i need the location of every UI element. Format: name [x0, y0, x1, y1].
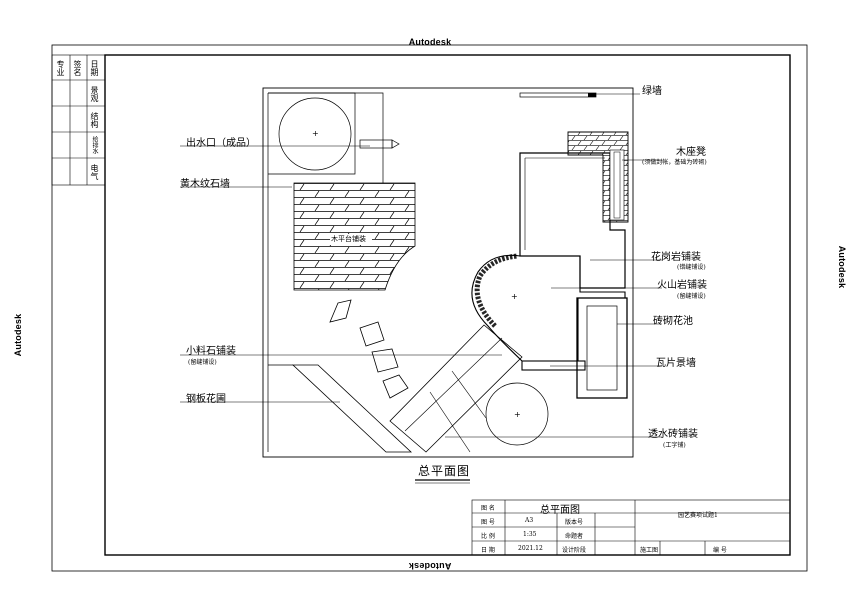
label-tile-wall: 瓦片景墙: [656, 358, 696, 369]
label-water-outlet: 出水口（成品）: [186, 138, 256, 149]
outer-frame: [51, 44, 808, 572]
label-steel-planter: 钢板花圃: [186, 394, 226, 405]
side-row-electrical: 电气: [90, 164, 99, 180]
plank-label: 木平台铺装: [331, 235, 366, 243]
label-brick-planter: 砖砌花池: [653, 316, 693, 327]
tb-project: 园艺赛项试题1: [678, 512, 718, 519]
diagonal-path: [389, 324, 523, 453]
tb-phase: 施工图: [640, 547, 659, 554]
tb-scale: 1:35: [523, 531, 537, 538]
inner-frame: [104, 54, 791, 556]
brick-planter: [576, 297, 628, 399]
drawing-title: 总平面图: [418, 464, 471, 478]
title-block: [471, 499, 791, 556]
sublabel-granite: (错缝铺设): [677, 264, 706, 271]
label-stone-wall: 黄木纹石墙: [180, 179, 230, 190]
side-col-date: 日期: [90, 60, 99, 76]
side-col-sign: 签名: [73, 60, 82, 76]
water-outlet: [359, 139, 393, 149]
leader-lines: [180, 93, 662, 438]
label-small-stone: 小料石铺装: [186, 346, 236, 357]
tb-name-label: 图 名: [481, 505, 495, 512]
sublabel-bench: (须做封帐，基础为砖砌): [642, 159, 707, 166]
svg-text:+: +: [312, 129, 319, 138]
watermark-top: Autodesk: [408, 37, 452, 47]
tb-phase-label: 设计阶段: [562, 547, 587, 554]
tb-author-label: 命题者: [565, 533, 584, 540]
site-boundary: [262, 87, 634, 458]
side-col-discipline: 专业: [56, 60, 65, 76]
tb-date: 2021.12: [518, 545, 543, 552]
svg-text:+: +: [514, 410, 521, 419]
label-permeable-brick: 透水砖铺装: [648, 429, 698, 440]
tree-circle-bottom: [485, 382, 549, 446]
label-green-wall: 绿墙: [642, 86, 662, 97]
label-granite: 花岗岩铺装: [651, 252, 701, 263]
tree-circle-top: [278, 97, 352, 171]
label-bench: 木座凳: [676, 147, 706, 158]
label-volcanic: 火山岩铺装: [657, 280, 707, 291]
sublabel-permeable-brick: (工字铺): [663, 442, 686, 449]
tree-planter-top: [268, 92, 356, 175]
sublabel-volcanic: (留缝铺设): [677, 293, 706, 300]
side-row-landscape: 景观: [90, 86, 99, 102]
tile-wall: [521, 360, 586, 371]
steel-planter: [291, 364, 413, 453]
side-row-plumbing: 给排水: [91, 136, 98, 154]
side-row-structure: 结构: [90, 112, 99, 128]
tb-sheet: A3: [525, 517, 534, 524]
tb-sheet-label: 图 号: [481, 519, 495, 526]
tb-number-label: 编 号: [713, 547, 727, 554]
stepping-stones: [329, 299, 409, 399]
tb-date-label: 日 期: [481, 547, 495, 554]
side-table: [51, 54, 106, 186]
tb-scale-label: 比 例: [481, 533, 495, 540]
tb-version-label: 版本号: [565, 519, 584, 526]
sublabel-small-stone: (留缝铺设): [188, 359, 217, 366]
tb-name: 总平面图: [540, 505, 580, 516]
green-wall: [519, 92, 597, 98]
svg-text:+: +: [511, 292, 518, 301]
